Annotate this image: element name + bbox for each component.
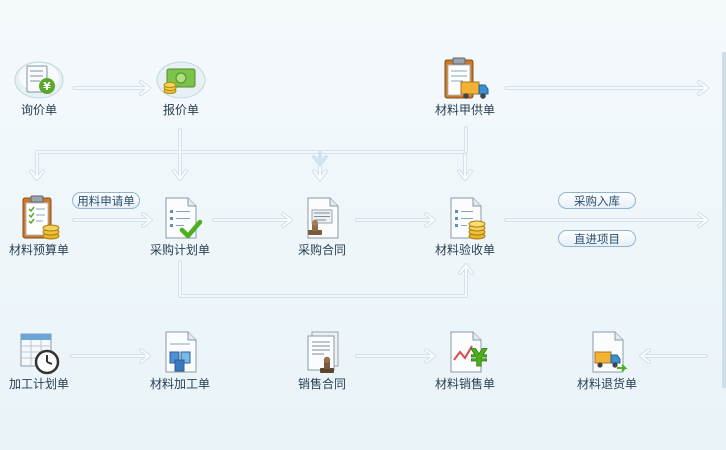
- arrow-sales-contract-to-sales: [355, 348, 436, 364]
- arrow-into-return: [639, 348, 708, 364]
- node-sales-contract[interactable]: 销售合同: [277, 330, 367, 391]
- node-label: 询价单: [20, 103, 57, 117]
- purchase-plan-check-icon: [165, 197, 203, 239]
- arrow-plan-to-contract: [212, 212, 293, 228]
- node-label: 采购计划单: [149, 243, 210, 257]
- node-label: 销售合同: [297, 377, 346, 391]
- purchase-contract-stamp-icon: [307, 197, 339, 239]
- node-label: 材料预算单: [8, 243, 69, 257]
- node-material-supply[interactable]: 材料甲供单: [420, 56, 510, 117]
- node-label: 材料退货单: [576, 377, 637, 391]
- node-inquiry[interactable]: ¥ 询价单: [0, 58, 84, 117]
- material-budget-clipboard-icon: [22, 195, 60, 240]
- pill-label: 直进项目: [574, 232, 620, 246]
- sales-contract-stamp-icon: [307, 331, 339, 373]
- node-material-acceptance[interactable]: 材料验收单: [420, 194, 510, 257]
- processing-plan-clock-icon: [20, 333, 60, 375]
- pill-label: 采购入库: [574, 194, 620, 208]
- node-label: 报价单: [162, 103, 199, 117]
- quotation-money-icon: [156, 61, 206, 99]
- node-quotation[interactable]: 报价单: [136, 58, 226, 117]
- inquiry-form-icon: ¥: [14, 61, 64, 99]
- arrow-acceptance-out: [504, 212, 709, 228]
- node-material-return[interactable]: 材料退货单: [562, 330, 652, 391]
- arrow-budget-to-plan: [72, 212, 153, 228]
- svg-text:¥: ¥: [43, 80, 51, 93]
- arrow-pplan-to-processing: [70, 348, 151, 364]
- node-label: 采购合同: [297, 243, 346, 257]
- pill-purchase-inbound[interactable]: 采购入库: [558, 192, 636, 209]
- node-label: 材料甲供单: [434, 103, 495, 117]
- arrow-contract-to-acceptance: [355, 212, 436, 228]
- material-supply-truck-icon: [444, 57, 489, 99]
- material-processing-docs-icon: [165, 331, 197, 373]
- node-material-budget[interactable]: 材料预算单: [0, 194, 84, 257]
- pill-label: 用料申请单: [77, 194, 135, 208]
- node-label: 加工计划单: [8, 377, 69, 391]
- branch-supply-down: [312, 126, 468, 166]
- right-edge-divider: [722, 52, 726, 388]
- svg-text:¥: ¥: [471, 344, 488, 372]
- node-label: 材料销售单: [434, 377, 495, 391]
- arrow-supply-out: [504, 80, 709, 96]
- node-label: 材料验收单: [434, 243, 495, 257]
- node-purchase-plan[interactable]: 采购计划单: [135, 194, 225, 257]
- loop-plan-to-acceptance: [178, 260, 474, 298]
- node-purchase-contract[interactable]: 采购合同: [277, 194, 367, 257]
- material-return-truck-icon: [592, 331, 628, 373]
- pill-material-request[interactable]: 用料申请单: [72, 192, 140, 209]
- material-sales-yen-icon: ¥: [450, 331, 488, 373]
- material-acceptance-coins-icon: [450, 197, 486, 240]
- node-label: 材料加工单: [149, 377, 210, 391]
- arrow-inquiry-to-quotation: [72, 80, 151, 96]
- node-processing-plan[interactable]: 加工计划单: [0, 330, 84, 391]
- node-material-sales[interactable]: ¥ 材料销售单: [420, 330, 510, 391]
- pill-direct-project[interactable]: 直进项目: [558, 230, 636, 247]
- branch-quotation-distribution: [29, 128, 473, 181]
- node-material-processing[interactable]: 材料加工单: [135, 330, 225, 391]
